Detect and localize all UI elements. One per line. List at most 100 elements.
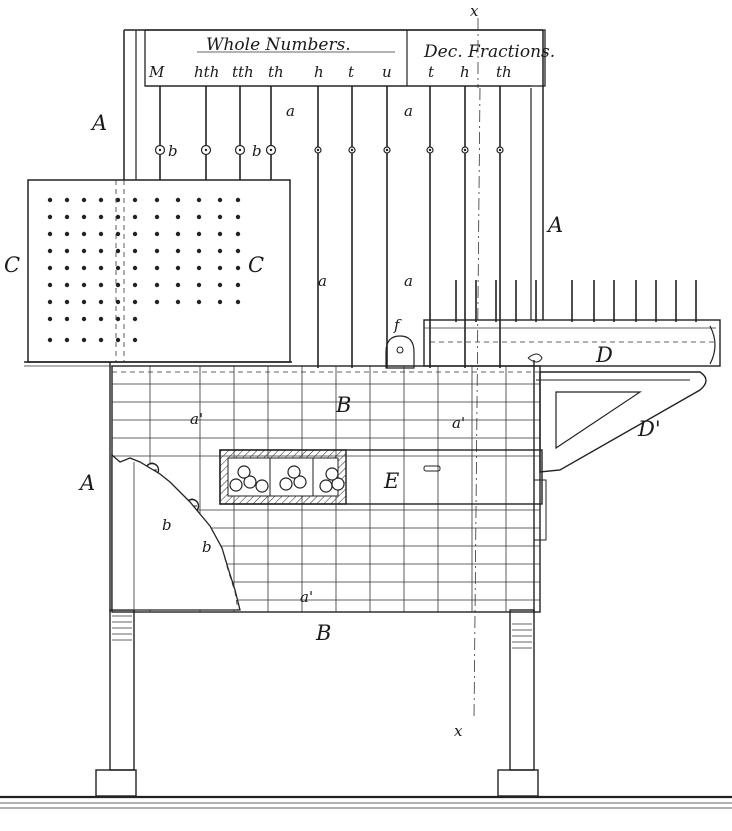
peg-hole — [47, 197, 53, 203]
bead-hole — [158, 148, 162, 152]
peg-hole — [98, 282, 104, 288]
broken-away-section — [111, 453, 241, 611]
peg-hole — [47, 214, 53, 220]
column-heading-thousands: th — [268, 63, 284, 81]
peg-hole — [115, 316, 121, 322]
label-D-prime: D' — [637, 417, 661, 441]
label-a-4: a — [404, 272, 413, 290]
label-E: E — [383, 469, 399, 493]
peg-hole — [64, 282, 70, 288]
peg-hole — [154, 197, 160, 203]
peg-hole — [217, 231, 223, 237]
peg-hole — [217, 197, 223, 203]
peg-hole — [81, 214, 87, 220]
peg-hole — [47, 248, 53, 254]
clip-f — [385, 335, 415, 369]
bead-hole — [238, 148, 242, 152]
label-b-3: b — [162, 516, 172, 534]
peg-hole — [175, 231, 181, 237]
peg-hole — [217, 265, 223, 271]
bead-hole — [316, 148, 320, 152]
column-heading-ten-thousands: tth — [232, 63, 254, 81]
lower-frame-B — [111, 365, 541, 613]
peg-hole — [235, 299, 241, 305]
column-headings: M hth tth th h t u t h th — [148, 63, 512, 81]
peg-hole — [217, 282, 223, 288]
label-a-1: a — [286, 102, 295, 120]
peg-hole — [47, 316, 53, 322]
counter — [279, 477, 293, 491]
peg-hole — [81, 282, 87, 288]
peg-hole — [47, 265, 53, 271]
column-heading-tenths: t — [428, 63, 435, 81]
peg-hole — [81, 337, 87, 343]
counter — [287, 465, 301, 479]
bracket-D-prime — [533, 371, 707, 541]
peg-hole — [235, 265, 241, 271]
shelf-D — [423, 280, 721, 367]
peg-hole — [132, 265, 138, 271]
bead-hole — [463, 148, 467, 152]
peg-hole — [235, 214, 241, 220]
peg-hole — [115, 197, 121, 203]
peg-hole — [64, 337, 70, 343]
peg-hole — [175, 299, 181, 305]
label-a-2: a — [404, 102, 413, 120]
peg-hole — [154, 214, 160, 220]
counter — [243, 475, 257, 489]
label-B-upper: B — [335, 393, 351, 417]
dec-fractions-heading: Dec. Fractions. — [423, 42, 555, 62]
peg-hole — [132, 337, 138, 343]
counter — [237, 465, 251, 479]
reference-letters: A A A C C B B D D' E a a a a a' a' a' b … — [4, 102, 661, 645]
pegs — [455, 280, 697, 322]
peg-hole — [115, 282, 121, 288]
peg-hole — [47, 282, 53, 288]
peg-hole — [115, 299, 121, 305]
peg-hole — [132, 299, 138, 305]
counting-rods — [154, 86, 504, 368]
dot-grid — [47, 197, 241, 343]
peg-hole — [235, 282, 241, 288]
peg-hole — [81, 265, 87, 271]
peg-hole — [115, 337, 121, 343]
peg-hole — [98, 248, 104, 254]
label-a-prime-1: a' — [190, 410, 203, 428]
label-D: D — [595, 343, 613, 367]
peg-hole — [217, 248, 223, 254]
bead-hole — [428, 148, 432, 152]
peg-hole — [235, 248, 241, 254]
peg-hole — [132, 316, 138, 322]
peg-hole — [175, 248, 181, 254]
peg-hole — [196, 214, 202, 220]
peg-hole — [154, 265, 160, 271]
label-a-3: a — [318, 272, 327, 290]
column-heading-units: u — [382, 63, 392, 81]
counter — [255, 479, 269, 493]
label-A-right: A — [546, 213, 563, 237]
peg-hole — [64, 316, 70, 322]
label-b-4: b — [202, 538, 212, 556]
peg-hole — [64, 265, 70, 271]
header-board: Whole Numbers. Dec. Fractions. M hth tth… — [144, 29, 555, 87]
whole-numbers-heading: Whole Numbers. — [206, 35, 351, 55]
peg-hole — [47, 231, 53, 237]
peg-hole — [217, 214, 223, 220]
label-B-lower: B — [315, 621, 331, 645]
peg-hole — [47, 299, 53, 305]
counter — [319, 479, 333, 493]
label-C-left: C — [4, 253, 20, 277]
column-heading-hundredths: h — [460, 63, 470, 81]
peg-hole — [81, 231, 87, 237]
column-heading-hundred-thousands: hth — [194, 63, 219, 81]
section-line-x: x x — [454, 2, 481, 740]
label-C-right: C — [248, 253, 264, 277]
bead-hole — [269, 148, 273, 152]
peg-hole — [154, 299, 160, 305]
peg-hole — [175, 265, 181, 271]
peg-hole — [64, 231, 70, 237]
label-a-prime-3: a' — [300, 588, 313, 606]
leg-hatching — [112, 615, 532, 649]
counter — [293, 475, 307, 489]
